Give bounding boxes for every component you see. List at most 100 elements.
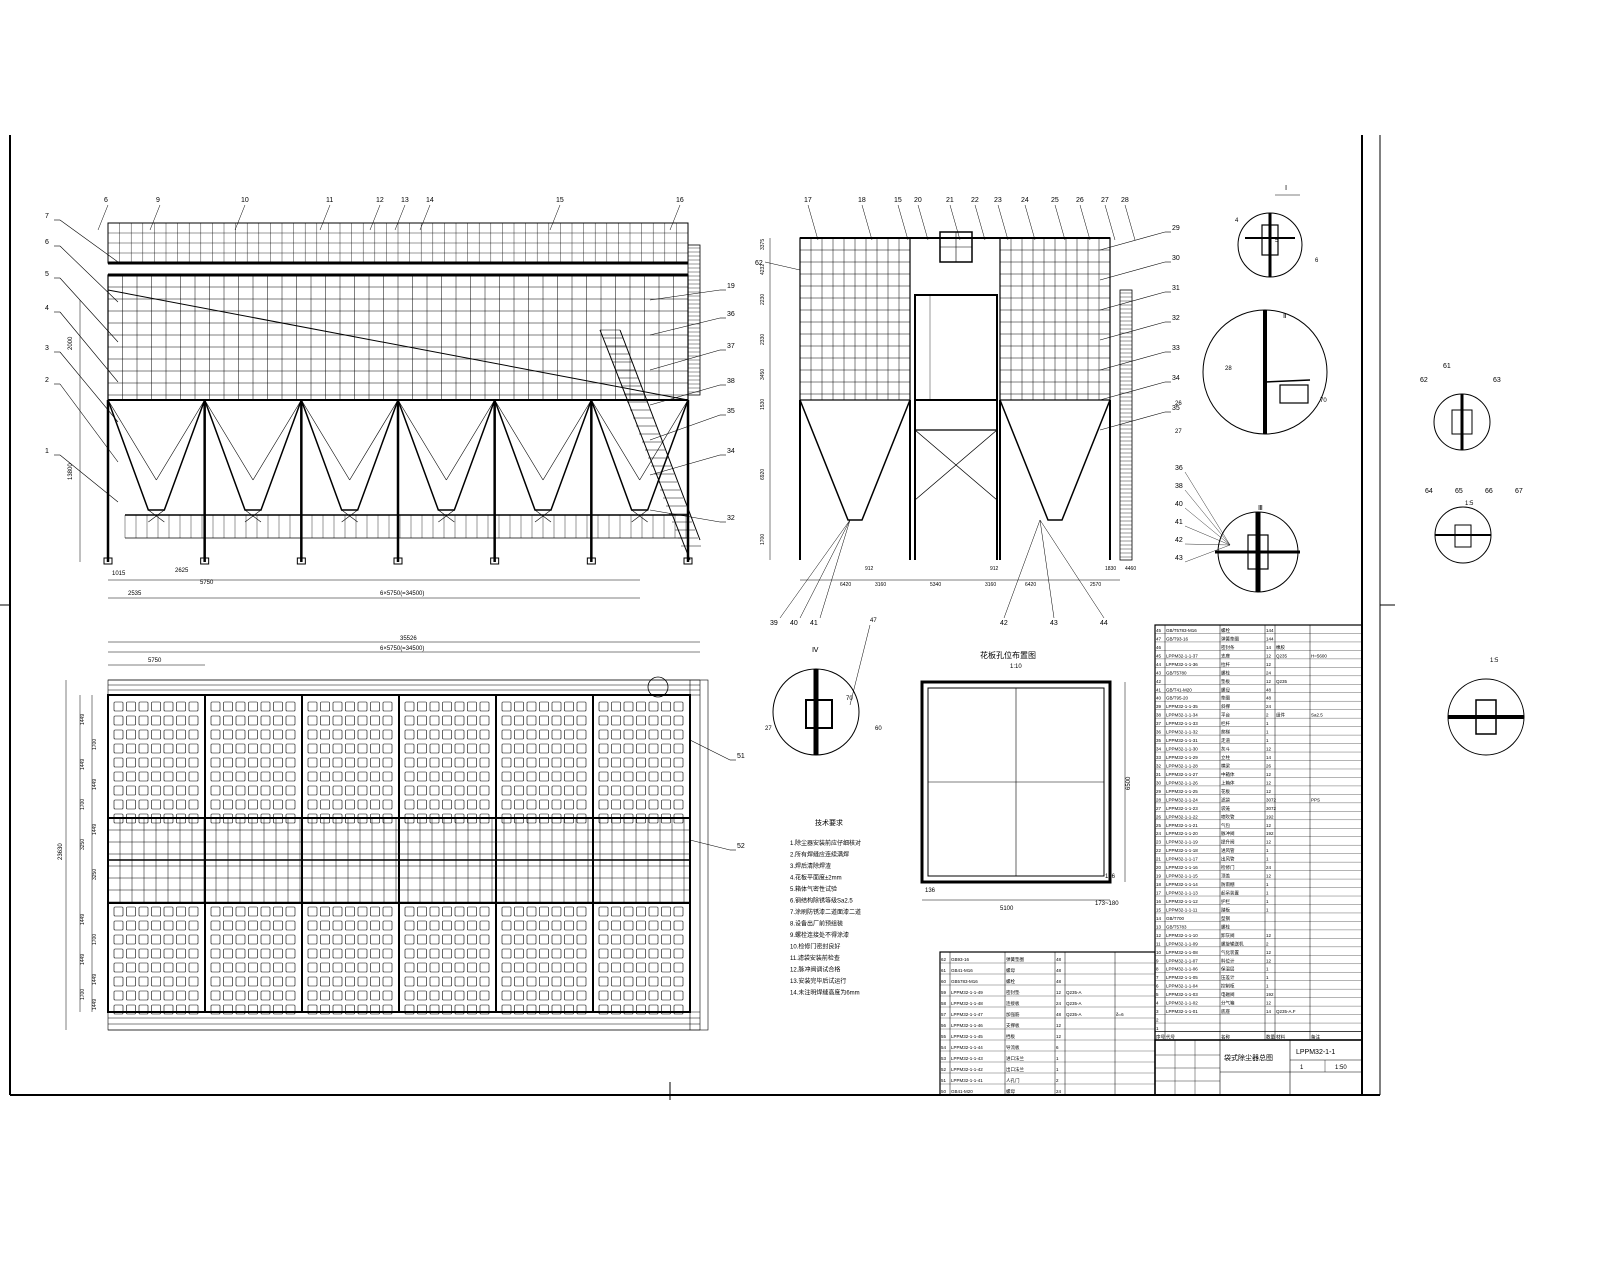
filter-bag: [526, 785, 537, 796]
filter-bag: [113, 948, 124, 959]
filter-bag: [307, 990, 318, 1001]
filter-bag: [285, 715, 296, 726]
filter-bag: [661, 976, 671, 987]
table-cell: 41: [1156, 687, 1162, 692]
filter-bag: [454, 962, 465, 973]
filter-bag: [442, 743, 452, 754]
filter-bag: [551, 729, 562, 740]
filter-bag: [526, 990, 537, 1001]
table-cell: 12: [1056, 1023, 1062, 1028]
table-cell: 192: [1266, 814, 1274, 819]
filter-bag: [479, 948, 490, 959]
filter-bag: [539, 962, 549, 973]
filter-bag: [248, 934, 258, 945]
filter-bag: [417, 771, 427, 782]
filter-bag: [370, 976, 380, 987]
filter-bag: [636, 1004, 646, 1015]
callout-number: 18: [858, 197, 866, 204]
table-cell: 平台: [1221, 712, 1230, 719]
filter-bag: [539, 948, 549, 959]
filter-bag: [623, 976, 634, 987]
filter-bag: [611, 799, 621, 810]
filter-bag: [576, 729, 587, 740]
detail-label: 60: [875, 726, 882, 732]
dim-left: 1449: [92, 824, 98, 835]
filter-bag: [501, 771, 512, 782]
callout-number: 36: [727, 311, 735, 318]
filter-bag: [163, 990, 174, 1001]
table-cell: 护栏: [1221, 898, 1230, 905]
table-cell: LPPM32-1-1-15: [1166, 874, 1198, 879]
filter-bag: [479, 701, 490, 712]
table-cell: GB/T41-M20: [1166, 687, 1192, 692]
filter-bag: [370, 701, 380, 712]
filter-bag: [611, 934, 621, 945]
table-cell: GB/T95-20: [1166, 696, 1189, 701]
dim-bottom: 912: [990, 566, 999, 572]
filter-bag: [248, 962, 258, 973]
callout-number: 20: [914, 197, 922, 204]
table-cell: LPPM32-1-1-27: [1166, 772, 1198, 777]
table-cell: 滤袋: [1221, 796, 1230, 803]
dim-left: 1700: [92, 739, 98, 750]
filter-bag: [235, 906, 246, 917]
detail-title: Ⅳ: [812, 647, 819, 654]
callout-number: 42: [1000, 620, 1008, 627]
filter-bag: [320, 1004, 330, 1015]
filter-bag: [345, 715, 355, 726]
filter-bag: [467, 715, 477, 726]
filter-bag: [382, 976, 393, 987]
notes-title: 技术要求: [815, 818, 843, 827]
filter-bag: [442, 729, 452, 740]
detail-label: 42: [1175, 537, 1183, 544]
column-base: [393, 557, 403, 565]
table-cell: 走道: [1221, 737, 1230, 744]
filter-bag: [151, 976, 161, 987]
filter-bag: [370, 920, 380, 931]
table-cell: 51: [941, 1078, 947, 1083]
filter-bag: [564, 743, 574, 754]
table-cell: 提升阀: [1221, 839, 1235, 846]
filter-bag: [673, 799, 684, 810]
filter-bag: [345, 771, 355, 782]
filter-bag: [151, 743, 161, 754]
filter-bag: [273, 799, 283, 810]
table-cell: 2: [1266, 713, 1269, 718]
flange-dim-a: 136: [925, 888, 936, 894]
table-cell: 14: [1266, 755, 1272, 760]
filter-bag: [345, 701, 355, 712]
table-cell: 12: [1266, 772, 1272, 777]
filter-bag: [345, 799, 355, 810]
table-cell: 1: [1266, 967, 1269, 972]
filter-bag: [285, 743, 296, 754]
table-cell: GB/T5783: [1166, 924, 1187, 929]
filter-bag: [126, 948, 136, 959]
callout-number: 25: [1051, 197, 1059, 204]
table-cell: 12: [1266, 1001, 1272, 1006]
dim-bottom: 2535: [128, 591, 142, 597]
detail-label: 70: [1320, 398, 1327, 404]
filter-bag: [382, 934, 393, 945]
table-cell: 10: [1156, 950, 1162, 955]
filter-bag: [429, 729, 440, 740]
filter-bag: [673, 920, 684, 931]
filter-bag: [576, 976, 587, 987]
dim-bottom: 6×5750(=34500): [380, 591, 424, 597]
detail-label: 62: [1420, 377, 1428, 384]
filter-bag: [126, 990, 136, 1001]
filter-bag: [126, 729, 136, 740]
filter-bag: [404, 729, 415, 740]
filter-bag: [138, 715, 149, 726]
filter-bag: [467, 1004, 477, 1015]
filter-bag: [404, 757, 415, 768]
filter-bag: [223, 715, 233, 726]
filter-bag: [526, 729, 537, 740]
filter-bag: [501, 990, 512, 1001]
filter-bag: [648, 757, 659, 768]
table-cell: 7: [1156, 975, 1159, 980]
filter-bag: [382, 701, 393, 712]
filter-bag: [429, 962, 440, 973]
note-line: 8.设备出厂前预组装: [790, 920, 843, 928]
filter-bag: [539, 990, 549, 1001]
filter-bag: [467, 743, 477, 754]
